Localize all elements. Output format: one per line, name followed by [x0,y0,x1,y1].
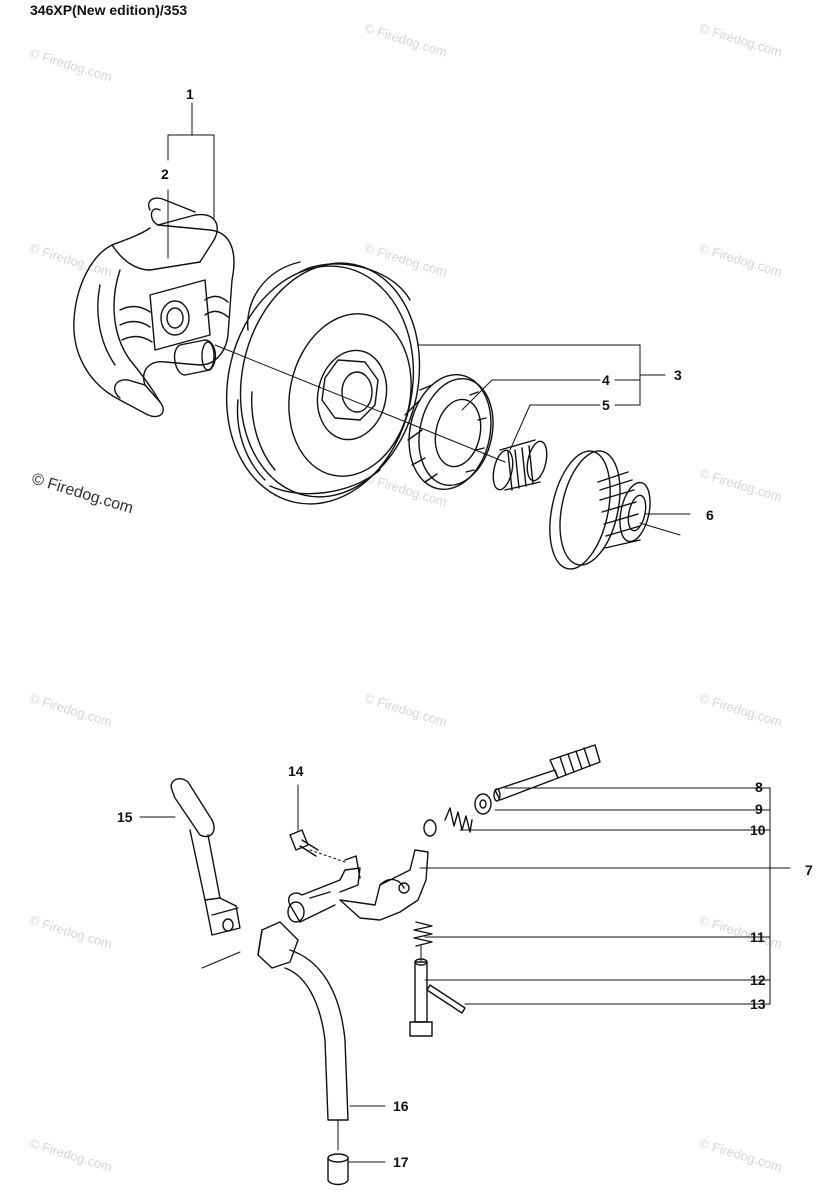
callout-14: 14 [288,763,304,779]
callout-10: 10 [750,822,766,838]
callout-3: 3 [674,367,682,383]
rim-sprocket [404,373,494,491]
end-cap [327,1153,349,1186]
washer-hole [479,799,487,809]
callout-8: 8 [755,779,763,795]
compression-spring [423,807,473,837]
callout-17: 17 [393,1154,409,1170]
brake-knuckle [287,849,429,923]
needle-bearing [492,439,548,491]
screw [289,829,346,863]
washer [474,793,492,815]
callout-15: 15 [117,809,133,825]
callout-9: 9 [755,801,763,817]
callout-6: 6 [706,507,714,523]
roll-pin [426,984,466,1014]
callout-5: 5 [602,397,610,413]
callout-4: 4 [602,372,610,388]
callout-16: 16 [393,1098,409,1114]
axis-line [214,344,506,463]
callout-12: 12 [750,972,766,988]
page-title: 346XP(New edition)/353 [30,2,188,18]
leader-lines-lower [139,784,791,1163]
leader-lines-upper [167,102,691,515]
callout-13: 13 [750,996,766,1012]
brake-shaft [493,744,601,802]
callout-1: 1 [186,86,194,102]
clutch-drum [225,261,421,505]
vertical-spring [413,921,433,947]
pivot-pin [409,945,433,1037]
callout-7: 7 [805,862,813,878]
clutch-shoes [73,197,235,418]
callout-2: 2 [161,166,169,182]
brake-lever [170,778,241,969]
callout-11: 11 [750,929,765,945]
washer-sleeve [549,450,681,570]
lever-handle-tube [257,921,349,1151]
